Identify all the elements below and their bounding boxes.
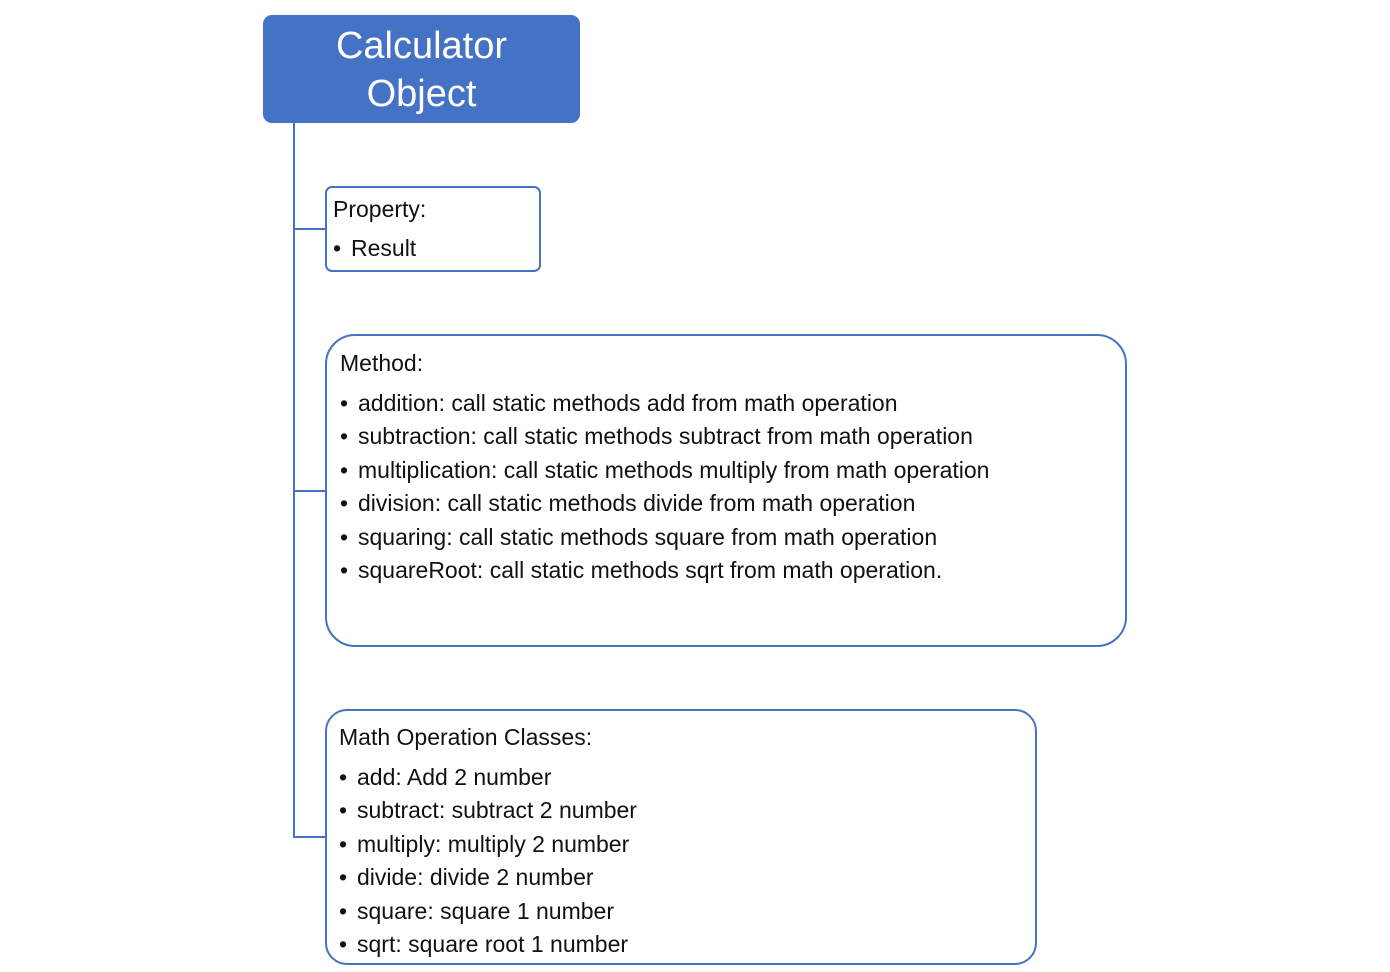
list-item: • Result — [333, 233, 539, 263]
property-node: Property: • Result — [325, 186, 541, 272]
bullet-icon: • — [333, 235, 342, 261]
method-item-text: division: call static methods divide fro… — [358, 490, 916, 517]
list-item: • subtract: subtract 2 number — [339, 794, 1035, 827]
class-item-text: subtract: subtract 2 number — [357, 797, 637, 824]
classes-list: • add: Add 2 number • subtract: subtract 2… — [339, 761, 1035, 961]
bullet-icon: • — [340, 390, 349, 416]
bullet-icon: • — [340, 523, 349, 550]
class-item-text: sqrt: square root 1 number — [357, 931, 629, 958]
root-title-line-2: Object — [366, 73, 477, 115]
list-item: • addition: call static methods add from … — [340, 387, 1125, 420]
bullet-icon: • — [340, 423, 349, 450]
list-item: • subtraction: call static methods subtra… — [340, 420, 1125, 453]
bullet-icon: • — [339, 931, 348, 958]
class-item-text: multiply: multiply 2 number — [357, 830, 630, 857]
bullet-icon: • — [339, 764, 348, 790]
property-heading: Property: — [333, 196, 427, 222]
root-node-calculator-object: Calculator Object — [263, 15, 580, 123]
method-item-text: squaring: call static methods square fro… — [358, 523, 938, 550]
list-item: • sqrt: square root 1 number — [339, 928, 1035, 961]
list-item: • multiplication: call static methods mul… — [340, 454, 1125, 487]
bullet-icon: • — [339, 830, 348, 857]
branch-connector-classes — [293, 836, 326, 838]
list-item: • squareRoot: call static methods sqrt fr… — [340, 554, 1125, 587]
bullet-icon: • — [340, 557, 349, 584]
methods-node: Method: • addition: call static methods a… — [325, 334, 1127, 647]
method-item-text: subtraction: call static methods subtrac… — [358, 423, 973, 450]
classes-heading: Math Operation Classes: — [339, 724, 593, 750]
methods-list: • addition: call static methods add from … — [340, 387, 1125, 587]
bullet-icon: • — [339, 864, 348, 891]
methods-heading: Method: — [340, 350, 424, 376]
branch-connector-property — [293, 228, 326, 230]
class-item-text: add: Add 2 number — [357, 764, 552, 790]
list-item: • add: Add 2 number — [339, 761, 1035, 794]
class-item-text: divide: divide 2 number — [357, 864, 594, 891]
list-item: • division: call static methods divide fr… — [340, 487, 1125, 520]
math-operation-classes-node: Math Operation Classes: • add: Add 2 numb… — [325, 709, 1037, 965]
list-item: • squaring: call static methods square fr… — [340, 521, 1125, 554]
method-item-text: addition: call static methods add from m… — [358, 390, 898, 416]
method-item-text: squareRoot: call static methods sqrt fro… — [358, 557, 943, 584]
trunk-connector — [293, 123, 295, 838]
list-item: • multiply: multiply 2 number — [339, 828, 1035, 861]
bullet-icon: • — [340, 490, 349, 517]
bullet-icon: • — [339, 897, 348, 924]
bullet-icon: • — [340, 456, 349, 483]
class-item-text: square: square 1 number — [357, 897, 614, 924]
root-title-line-1: Calculator — [335, 25, 508, 67]
property-item-text: Result — [351, 235, 417, 261]
root-node-title: Calculator Object — [336, 22, 507, 118]
list-item: • divide: divide 2 number — [339, 861, 1035, 894]
method-item-text: multiplication: call static methods mult… — [358, 456, 990, 483]
bullet-icon: • — [339, 797, 348, 824]
branch-connector-methods — [293, 490, 326, 492]
list-item: • square: square 1 number — [339, 895, 1035, 928]
property-list: • Result — [333, 233, 539, 263]
